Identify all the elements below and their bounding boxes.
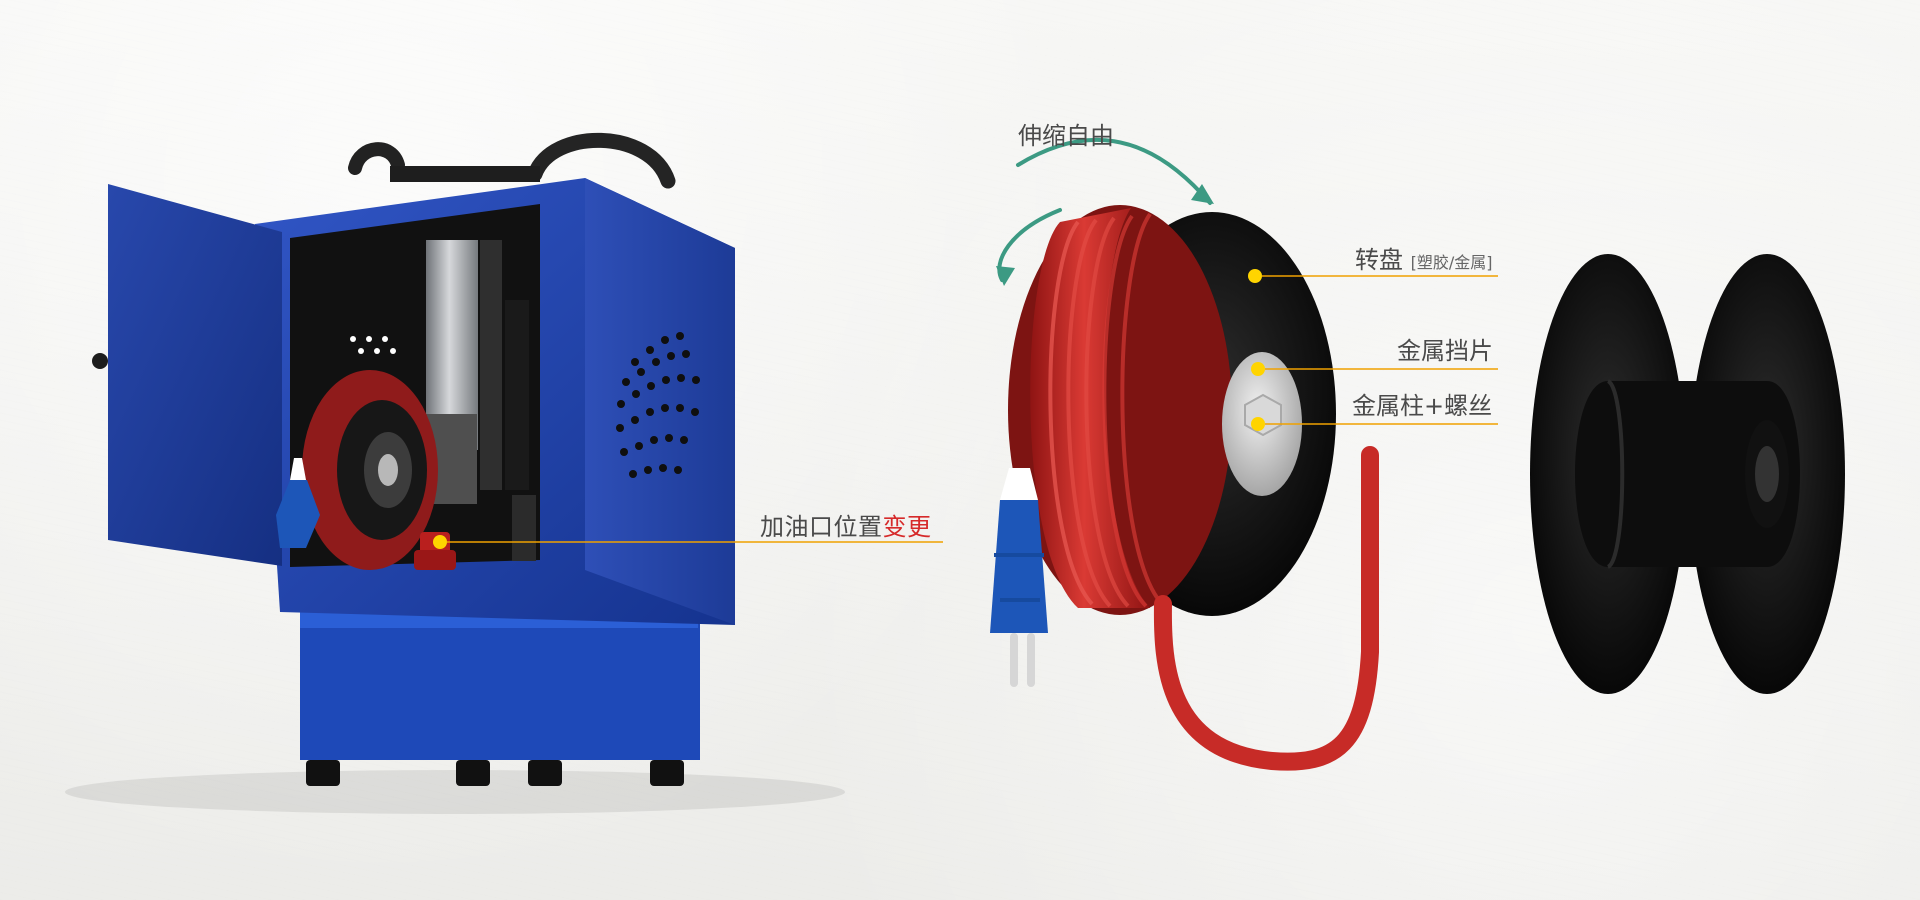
rotate-text: 伸缩自由 — [1018, 122, 1114, 150]
turntable-material-text: [塑胶/金属] — [1410, 253, 1493, 272]
turntable-label: 转盘 [塑胶/金属] — [1355, 248, 1493, 272]
rotate-label: 伸缩自由 — [1018, 124, 1114, 148]
metal-block-text: 金属挡片 — [1397, 337, 1493, 365]
cable-reel — [990, 138, 1498, 771]
metal-block-label: 金属挡片 — [1397, 339, 1493, 363]
reel-disc-pair — [1530, 254, 1845, 694]
metal-post-text: 金属柱+螺丝 — [1352, 392, 1493, 420]
fuel-port-text: 加油口位置 — [760, 513, 883, 541]
fuel-port-change-text: 变更 — [882, 513, 932, 541]
turntable-text: 转盘 — [1355, 246, 1403, 274]
metal-post-label: 金属柱+螺丝 — [1352, 394, 1492, 418]
generator-cabinet — [65, 132, 943, 814]
fuel-port-label: 加油口位置变更 — [760, 515, 932, 539]
